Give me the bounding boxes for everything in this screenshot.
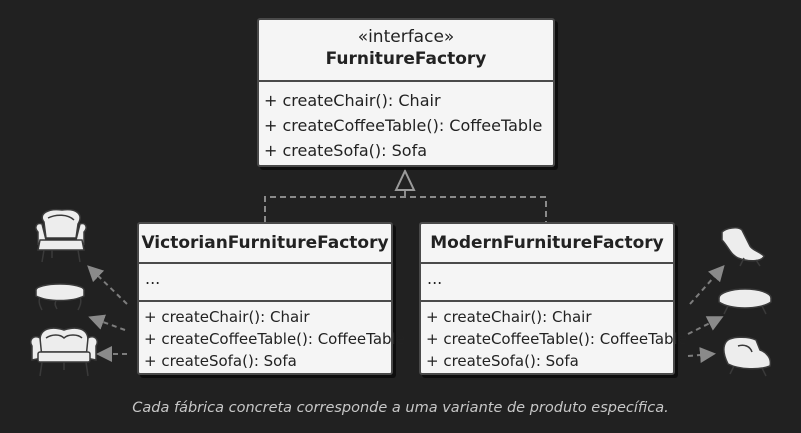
modern-factory-name: ModernFurnitureFactory bbox=[430, 233, 664, 253]
realization-connector bbox=[264, 190, 547, 222]
furniture-factory-interface-box[interactable]: «interface» FurnitureFactory + createCha… bbox=[257, 18, 555, 167]
method-create-coffee-table: + createCoffeeTable(): CoffeeTable bbox=[264, 116, 543, 135]
interface-header: «interface» FurnitureFactory bbox=[259, 20, 553, 80]
victorian-methods: + createChair(): Chair + createCoffeeTab… bbox=[139, 300, 405, 372]
arrow-to-victorian-table bbox=[88, 314, 126, 331]
modern-fields: ... bbox=[421, 262, 673, 300]
interface-stereotype: «interface» bbox=[357, 27, 455, 47]
victorian-method-create-sofa: + createSofa(): Sofa bbox=[144, 352, 297, 370]
victorian-header: VictorianFurnitureFactory bbox=[139, 224, 391, 262]
modern-method-create-coffee-table: + createCoffeeTable(): CoffeeTable bbox=[426, 330, 687, 348]
victorian-sofa-icon bbox=[29, 327, 99, 377]
method-create-sofa: + createSofa(): Sofa bbox=[264, 141, 428, 160]
modern-fields-ellipsis: ... bbox=[427, 269, 443, 288]
modern-factory-box[interactable]: ModernFurnitureFactory ... + createChair… bbox=[419, 222, 687, 375]
modern-method-create-sofa: + createSofa(): Sofa bbox=[426, 352, 579, 370]
victorian-method-create-chair: + createChair(): Chair bbox=[144, 308, 310, 326]
method-create-chair: + createChair(): Chair bbox=[264, 91, 441, 110]
victorian-coffee-table-icon bbox=[35, 283, 85, 311]
modern-method-create-chair: + createChair(): Chair bbox=[426, 308, 592, 326]
victorian-armchair-icon bbox=[35, 208, 87, 263]
victorian-method-create-coffee-table: + createCoffeeTable(): CoffeeTable bbox=[144, 330, 405, 348]
arrow-to-modern-sofa bbox=[687, 347, 716, 363]
modern-chair-icon bbox=[721, 227, 765, 267]
interface-name: FurnitureFactory bbox=[325, 49, 487, 69]
modern-sofa-icon bbox=[723, 336, 772, 377]
victorian-factory-box[interactable]: VictorianFurnitureFactory ... + createCh… bbox=[137, 222, 405, 375]
modern-methods: + createChair(): Chair + createCoffeeTab… bbox=[421, 300, 687, 372]
arrow-to-modern-table bbox=[687, 316, 724, 335]
diagram-caption: Cada fábrica concreta corresponde a uma … bbox=[132, 400, 669, 416]
modern-header: ModernFurnitureFactory bbox=[421, 224, 673, 262]
victorian-factory-name: VictorianFurnitureFactory bbox=[141, 233, 389, 253]
modern-coffee-table-icon bbox=[718, 288, 772, 315]
interface-methods: + createChair(): Chair + createCoffeeTab… bbox=[259, 80, 553, 163]
arrow-to-victorian-armchair bbox=[87, 265, 128, 305]
victorian-fields-ellipsis: ... bbox=[145, 269, 161, 288]
victorian-fields: ... bbox=[139, 262, 391, 300]
arrow-to-modern-chair bbox=[689, 265, 725, 305]
realization-arrowhead bbox=[394, 168, 416, 191]
